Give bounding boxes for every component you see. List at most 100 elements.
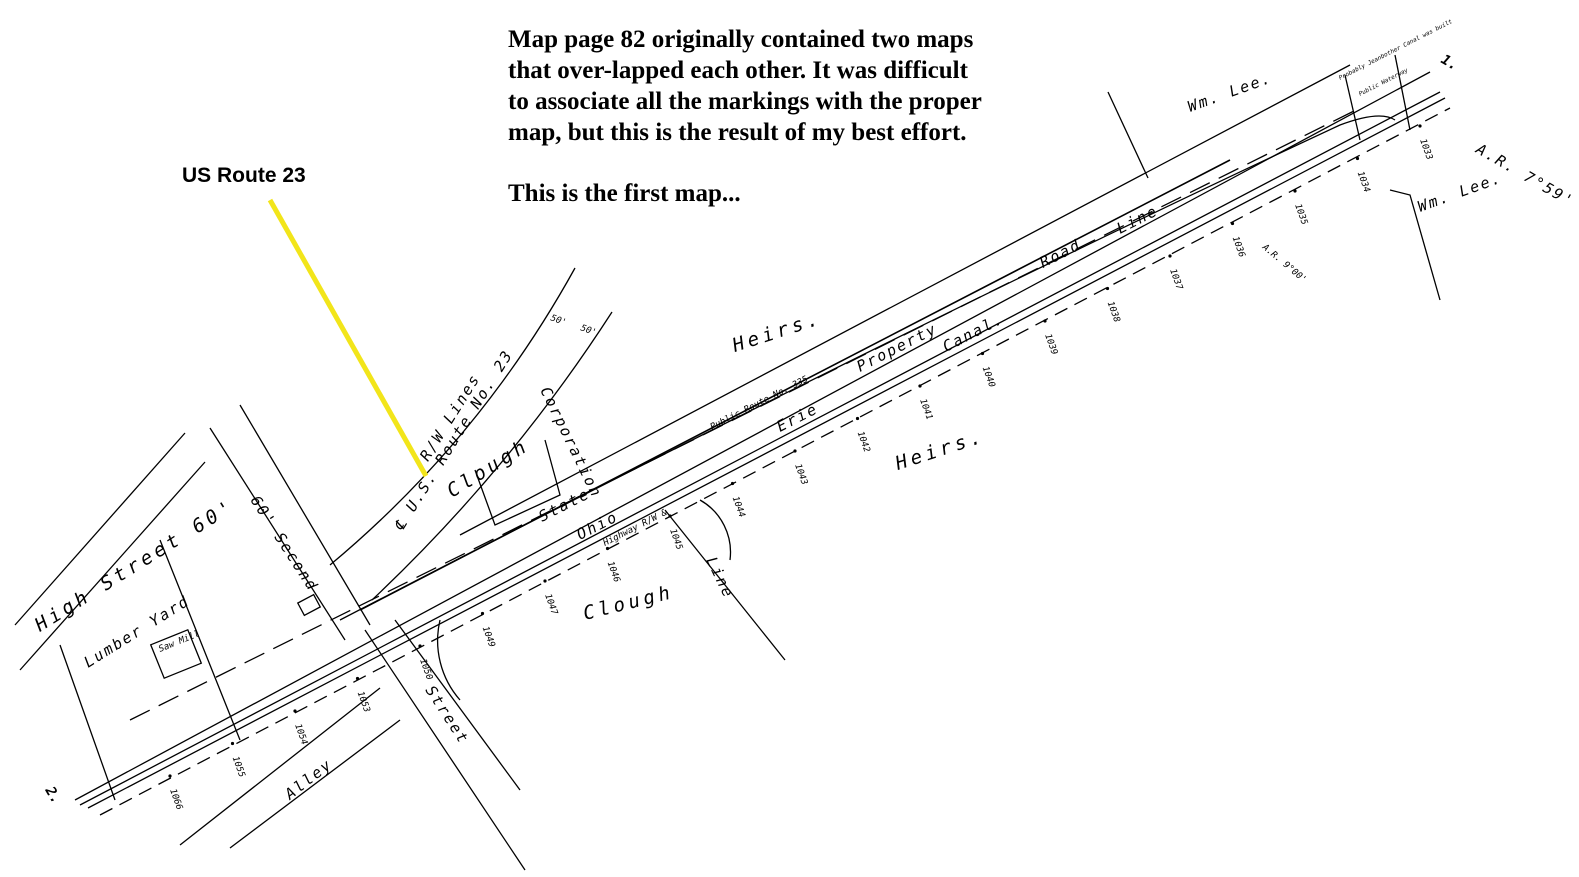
corridor-line-2 [79,91,1441,806]
elevation-point [855,416,860,421]
label-lumber-yard: Lumber Yard [81,592,193,672]
label-public-waterway: Public Waterway [1358,67,1410,98]
caption-line-4: map, but this is the result of my best e… [508,119,967,146]
elevation-label: 1066 [167,788,184,812]
elevation-point [918,384,922,388]
elevation-point [793,449,797,453]
elevation-markers: 1066105510541053105010491047104610451044… [167,124,1434,811]
rw-line-east [371,311,613,601]
curve-arc-a [436,619,461,701]
alley-line-b [229,719,401,849]
elevation-point [1293,189,1297,193]
caption-line-5: This is the first map... [508,180,741,207]
road-line [359,159,1231,611]
corridor-line-1 [74,71,1431,801]
caption-line-3: to associate all the markings with the p… [508,88,982,115]
label-high-street: High Street 60' [30,495,239,637]
elevation-label: 1050 [417,658,434,682]
elevation-point [230,741,235,746]
elevation-label: 1054 [292,723,309,747]
label-us-route: ℄ U.S. Route No. 23 [390,346,517,534]
elevation-point [480,611,485,616]
elevation-point [1418,124,1422,128]
label-alley: Alley [281,755,336,804]
label-dim-50a: 50' [549,313,568,328]
elevation-label: 1039 [1042,333,1059,357]
elevation-point [1230,221,1235,226]
elevation-label: 1053 [355,690,372,714]
elevation-label: 1033 [1417,138,1434,162]
elevation-label: 1049 [480,625,497,649]
elevation-point [1043,319,1047,323]
elevation-label: 1035 [1292,203,1309,227]
caption-block: Map page 82 originally contained two map… [508,24,1068,209]
second-street-line-c [364,629,526,871]
elevation-point [418,644,422,648]
lot-line-a [59,644,116,801]
elevation-label: 1034 [1355,170,1372,194]
elevation-point [1105,286,1110,291]
elevation-label: 1036 [1230,235,1247,259]
second-street-line-d [394,619,521,791]
label-heirs-2: Heirs. [892,425,988,475]
high-street-line-a [14,432,186,626]
elevation-point [293,709,297,713]
corporation-box [474,439,561,526]
label-second-street: 60' Second [247,492,322,594]
corporation-line [664,509,786,661]
label-road-line: Line [1114,201,1161,237]
elevation-label: 1037 [1167,268,1184,292]
elevation-label: 1042 [855,430,872,454]
label-point-1: 1. [1438,52,1461,74]
elevation-label: 1043 [792,463,809,487]
elevation-label: 1046 [605,560,622,584]
elevation-point [168,774,172,778]
caption-line-1: Map page 82 originally contained two map… [508,26,974,53]
route-annotation-label: US Route 23 [182,164,306,187]
canal-box-a [1344,74,1361,141]
elevation-point [730,481,735,486]
property-line [459,64,1351,536]
elevation-label: 1055 [230,755,247,779]
elevation-label: 1044 [730,495,747,519]
caption-line-2: that over-lapped each other. It was diff… [508,57,968,84]
rw-line-west [329,267,576,566]
high-street-line-b [19,461,206,671]
label-road: Road [1037,235,1084,271]
label-corporation: Corporation [536,384,605,501]
junction-box [296,593,322,617]
second-street-line-a [209,427,346,641]
label-ar-mid: A.R. 9°00' [1259,242,1308,285]
elevation-point [668,514,672,518]
route-pointer [267,198,429,478]
label-wm-lee-1: Wm. Lee. [1185,69,1274,116]
elevation-point [543,579,547,583]
elevation-point [1355,156,1360,161]
elevation-point [605,546,610,551]
label-erie: Erie [774,399,821,435]
elevation-label: 1038 [1105,300,1122,324]
elevation-label: 1040 [980,365,997,389]
wm-lee-lot [1389,189,1441,301]
label-dim-50b: 50' [579,323,598,338]
property-tick [1107,91,1149,179]
elevation-label: 1041 [917,398,934,422]
label-point-2: 2. [41,783,64,806]
elevation-point [980,351,985,356]
lot-line-b [159,539,241,741]
saw-mill-box [149,628,203,680]
alley-line-a [179,687,381,846]
label-corporation-line: Line [702,554,738,602]
corridor-dashed-1 [99,107,1451,816]
curve-arc-b [699,499,732,561]
label-clough-2: Clough [581,581,676,625]
canal-box-b [1394,54,1411,131]
corridor-line-3 [87,97,1446,809]
elevation-label: 1047 [542,593,559,617]
elevation-point [355,676,360,681]
elevation-point [1168,254,1172,258]
second-street-line-b [239,404,371,626]
label-wm-lee-2: Wm. Lee. [1415,169,1504,216]
